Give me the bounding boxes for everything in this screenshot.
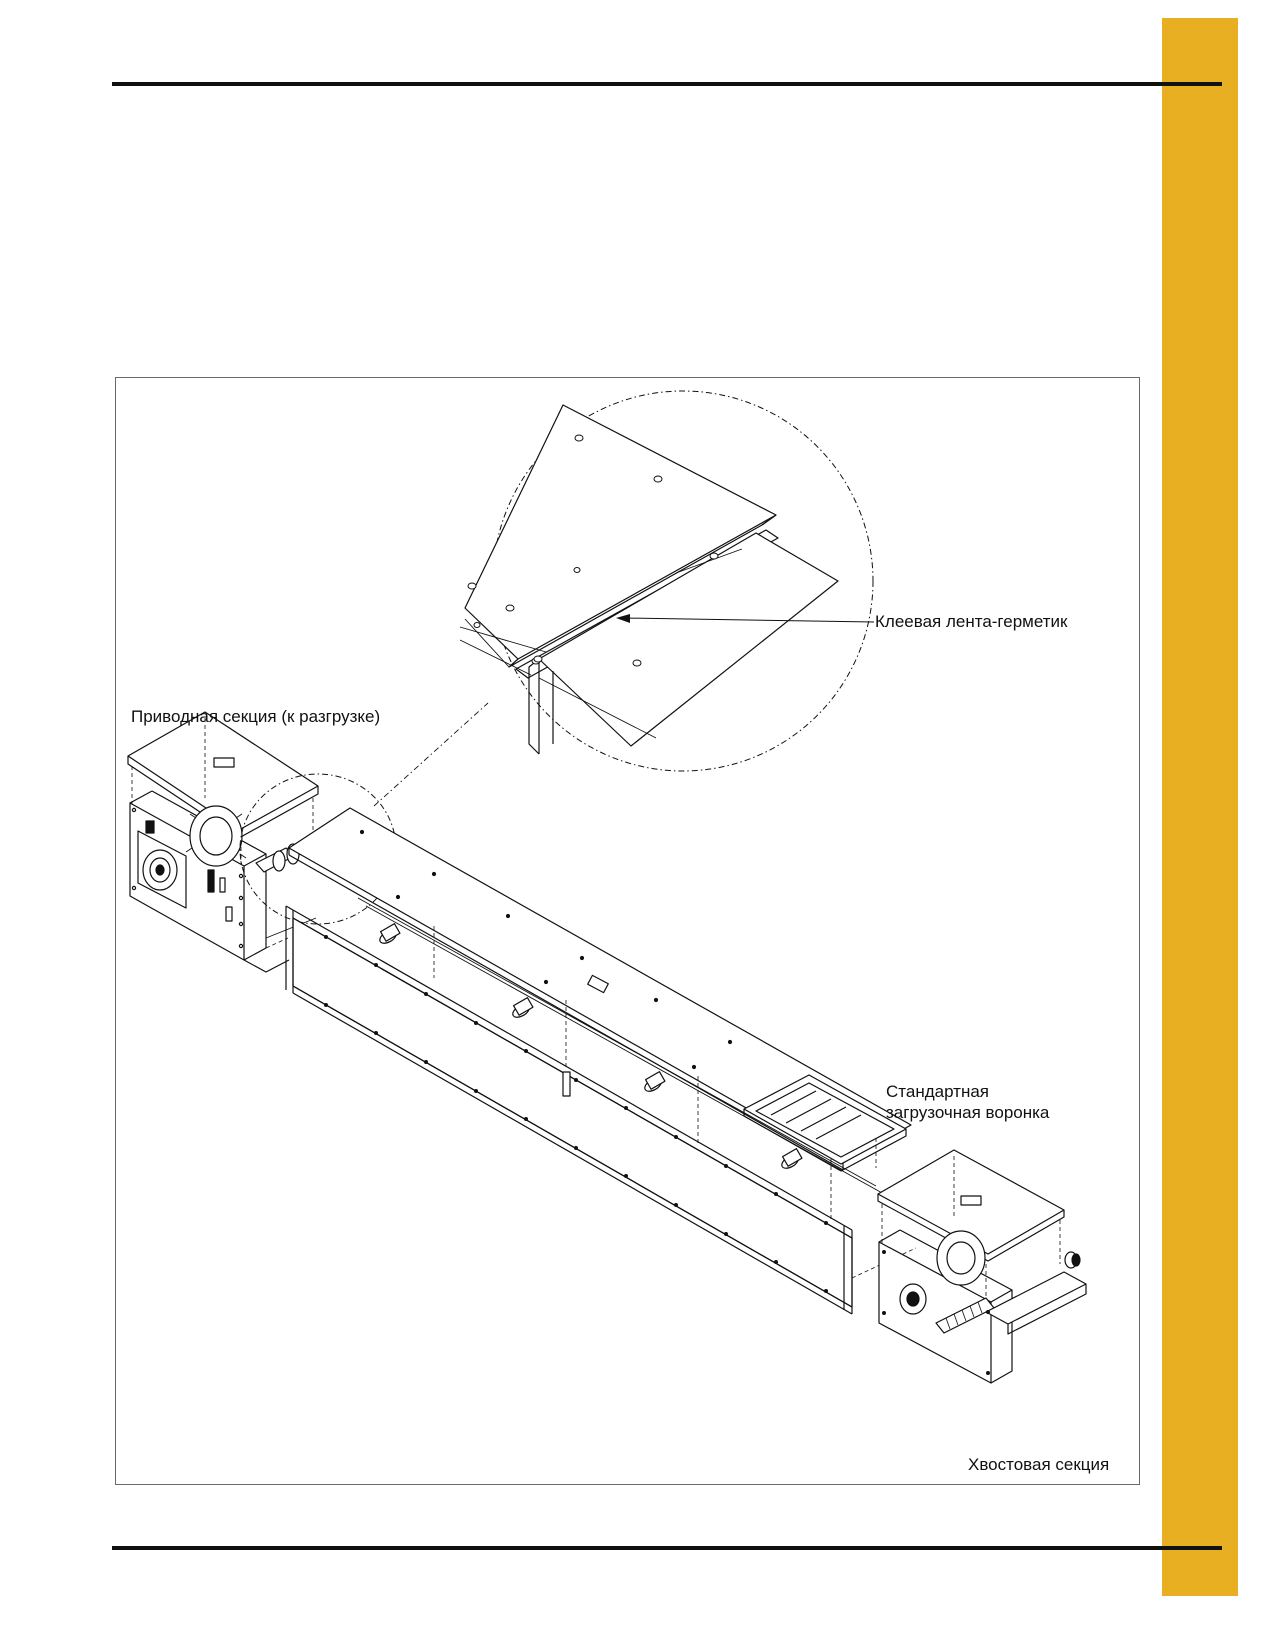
header-rule <box>112 82 1222 86</box>
hopper-label-line1: Стандартная <box>886 1082 990 1101</box>
hopper-label: Стандартная загрузочная воронка <box>886 1081 1049 1123</box>
tail-section <box>877 1149 1087 1384</box>
trough-section <box>285 807 917 1315</box>
drive-section <box>127 711 319 973</box>
tail-section-label: Хвостовая секция <box>968 1455 1110 1474</box>
footer-rule <box>112 1546 1222 1550</box>
hopper-label-line2: загрузочная воронка <box>886 1103 1050 1122</box>
chapter-color-tab <box>1162 18 1238 1596</box>
inlet-hopper <box>743 1074 907 1172</box>
adhesive-tape-label: Клеевая лента-герметик <box>875 612 1068 631</box>
drive-section-label: Приводная секция (к разгрузке) <box>131 707 381 726</box>
conveyor-drawing <box>127 390 1087 1384</box>
conveyor-assembly-figure: Клеевая лента-герметик Приводная секция … <box>115 377 1140 1485</box>
detail-view <box>459 390 874 772</box>
